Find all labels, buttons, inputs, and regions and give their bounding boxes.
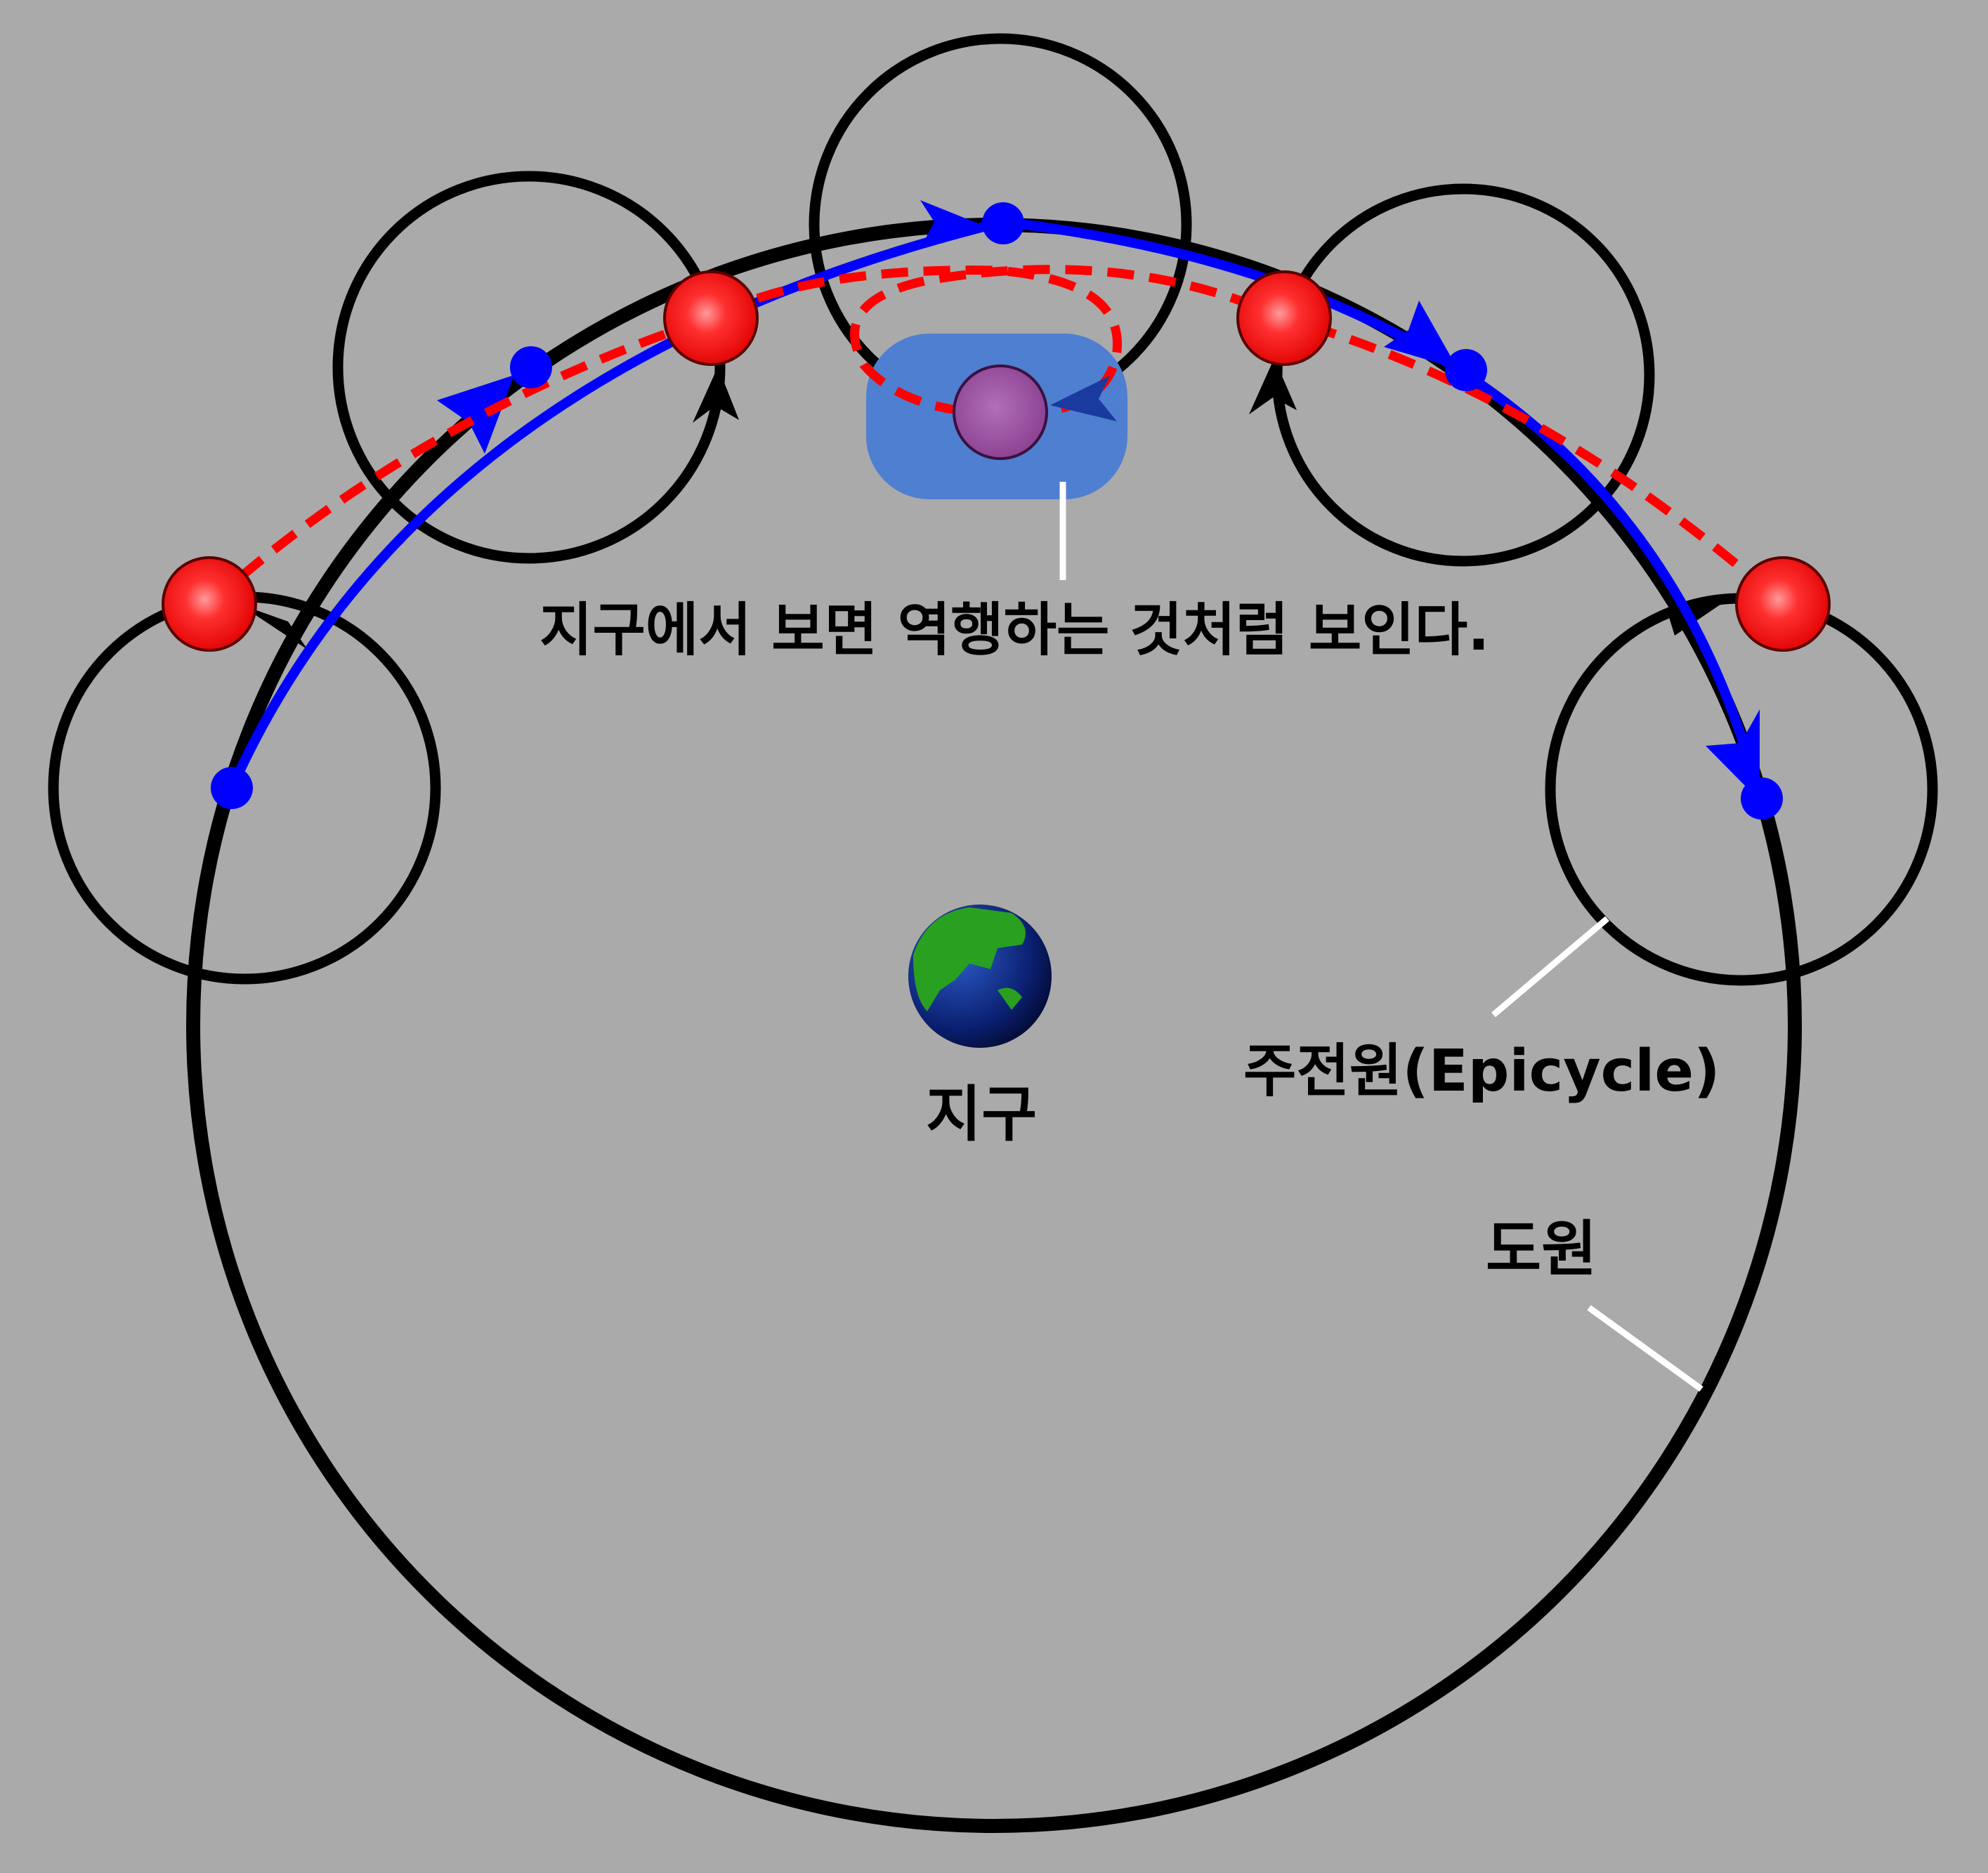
- deferent-path: [227, 216, 1765, 800]
- planet-dot-icon: [663, 270, 759, 366]
- epicycle-leader-line: [1491, 916, 1609, 1018]
- earth-label: 지구: [926, 1079, 1037, 1150]
- epicycle-center-dot-icon: [211, 767, 253, 809]
- epicycle-circle: [1545, 593, 1938, 986]
- planets: [162, 270, 1831, 652]
- path-arrowhead: [437, 375, 514, 454]
- planet-dot-icon: [1735, 556, 1831, 652]
- path-arrowhead: [920, 200, 985, 246]
- planet-dot-icon: [1236, 270, 1332, 366]
- rotation-arrowhead: [693, 367, 739, 423]
- deferent-label: 도원: [1486, 1214, 1597, 1284]
- epicycle-center-dot-icon: [1445, 349, 1487, 391]
- retrograde-planet-dot-icon: [953, 364, 1048, 460]
- rotation-arrowhead: [1249, 358, 1297, 414]
- rotation-arrowhead: [239, 604, 308, 650]
- epicycle-center-dot-icon: [1741, 777, 1783, 820]
- epicycle-center-dot-icon: [510, 346, 552, 388]
- retrograde-note-label: 지구에서 보면 역행하는 것처럼 보인다.: [539, 597, 1489, 664]
- deferent-path-arrows: [437, 200, 1760, 801]
- retrograde-arrowhead: [1050, 376, 1117, 421]
- epicycle-circle: [332, 171, 726, 564]
- planet-dot-icon: [162, 556, 257, 652]
- epicycles: [48, 33, 1938, 986]
- leader-lines: [1059, 482, 1703, 1392]
- deferent-leader-line: [1587, 1305, 1703, 1392]
- path-arrowhead: [1384, 301, 1458, 369]
- epicycle-center-dot-icon: [982, 202, 1024, 244]
- epicycle-label: 주전원(Epicycle): [1243, 1038, 1720, 1105]
- path-arrowhead: [1706, 709, 1760, 801]
- epicycle-centers: [211, 202, 1783, 820]
- earth-globe-icon: [908, 905, 1052, 1048]
